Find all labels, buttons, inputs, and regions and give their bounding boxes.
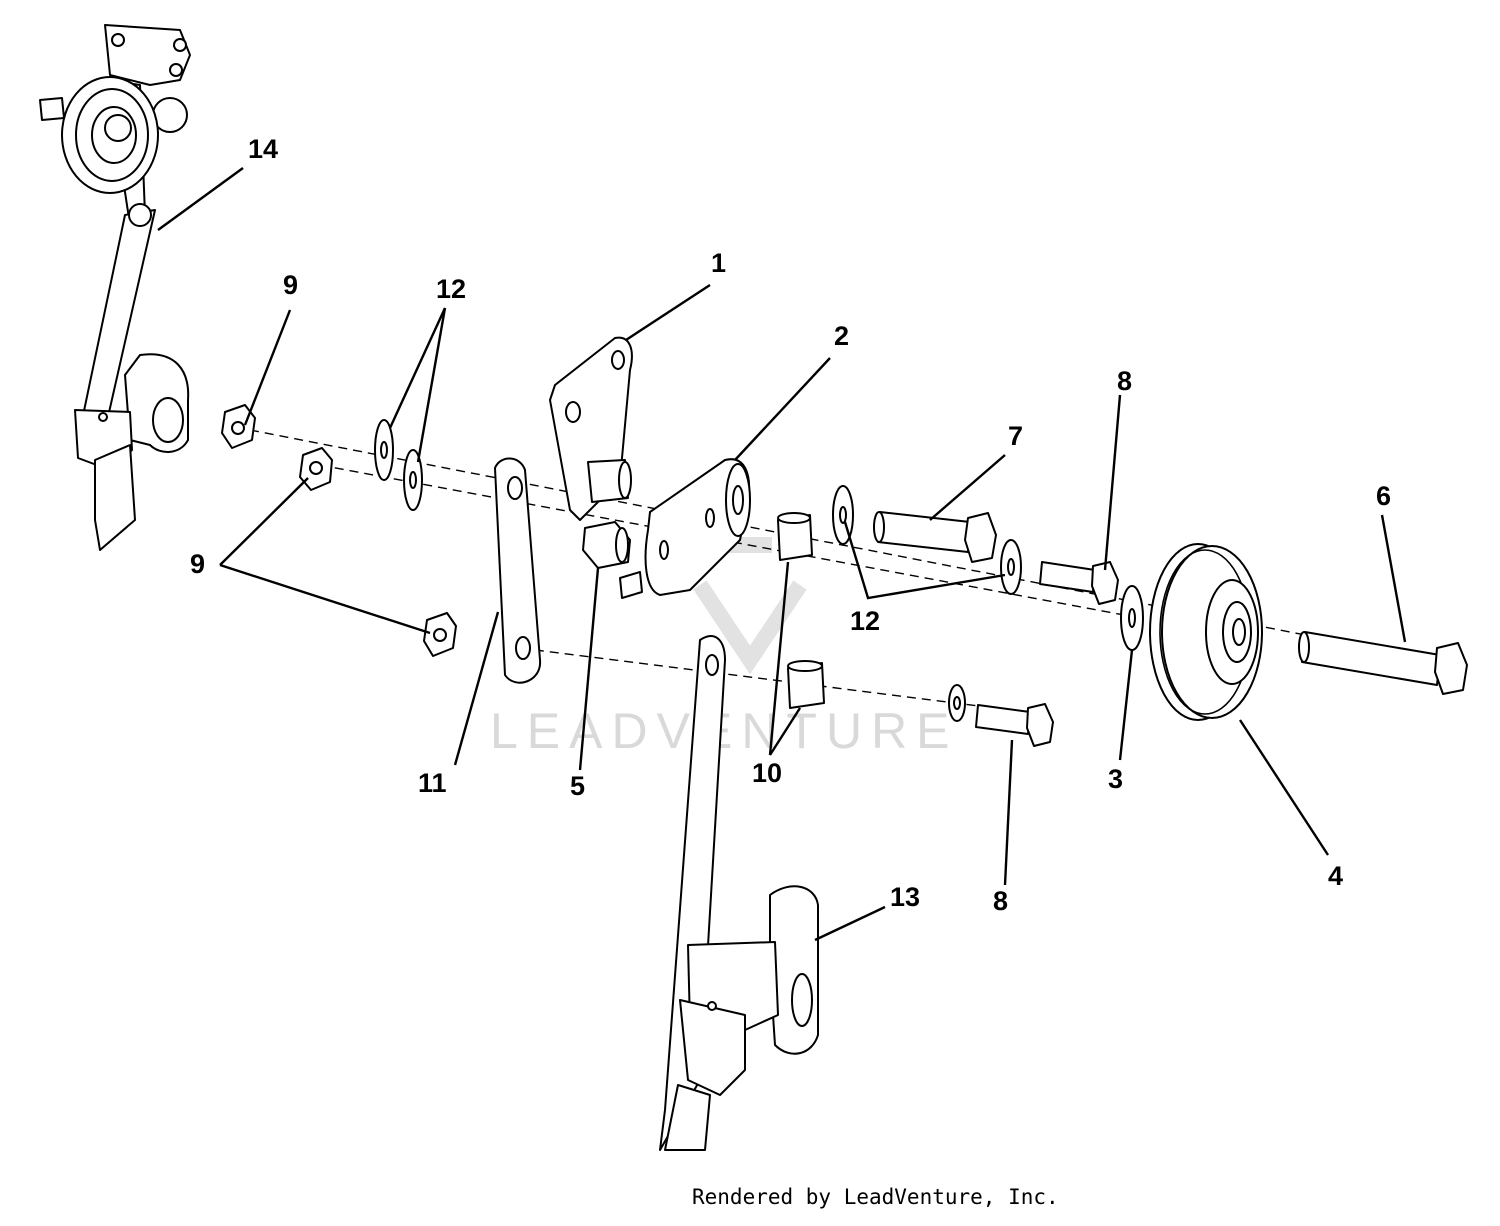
part-4-idler-pulley [1149,543,1263,721]
part-2-pivot-plate [619,458,751,599]
callout-13: 13 [890,882,920,912]
callout-3: 3 [1108,764,1123,794]
part-13-lower-arm [659,635,819,1151]
part-3-washer [1120,585,1144,651]
callout-5: 5 [570,771,585,801]
part-12-washer-a [374,419,394,481]
callout-9-left: 9 [190,549,205,579]
callout-4: 4 [1328,861,1343,891]
part-11-link-plate [494,457,542,684]
callout-6: 6 [1376,481,1391,511]
part-1-bracket [549,336,633,521]
part-10-spacer-a [777,512,813,561]
callout-7: 7 [1008,421,1023,451]
callout-2: 2 [834,321,849,351]
part-12-washer-b [403,449,423,511]
assembly-axes [249,429,1461,716]
callout-1: 1 [711,248,726,278]
callout-labels: 14 9 12 1 2 8 7 6 9 12 11 5 10 3 4 13 8 [190,134,1391,916]
part-6-long-bolt [1298,631,1468,695]
part-8-bolt-a [1039,561,1119,605]
part-14-idler-arm-assembly [39,24,191,551]
part-8-washer [948,684,966,722]
part-9-lock-nut-c [423,612,457,657]
callout-11: 11 [418,768,447,798]
callout-14: 14 [248,134,278,164]
leader-lines [157,167,1407,942]
part-8-bolt-b [975,703,1054,747]
callout-9-top: 9 [283,270,298,300]
part-12-washer-d [1000,539,1022,595]
part-5-spacer [582,521,631,569]
watermark-text: LEADVENTURE [490,703,959,759]
render-credit: Rendered by LeadVenture, Inc. [692,1185,1059,1209]
part-10-spacer-b [787,660,825,709]
part-9-lock-nut-a [221,404,256,449]
callout-10: 10 [752,758,782,788]
part-9-lock-nut-b [299,447,333,491]
callout-8-bottom: 8 [993,886,1008,916]
callout-12-bottom: 12 [850,606,880,636]
callout-12-top: 12 [436,274,466,304]
part-7-shoulder-bolt [873,511,997,563]
callout-8-top: 8 [1117,366,1132,396]
